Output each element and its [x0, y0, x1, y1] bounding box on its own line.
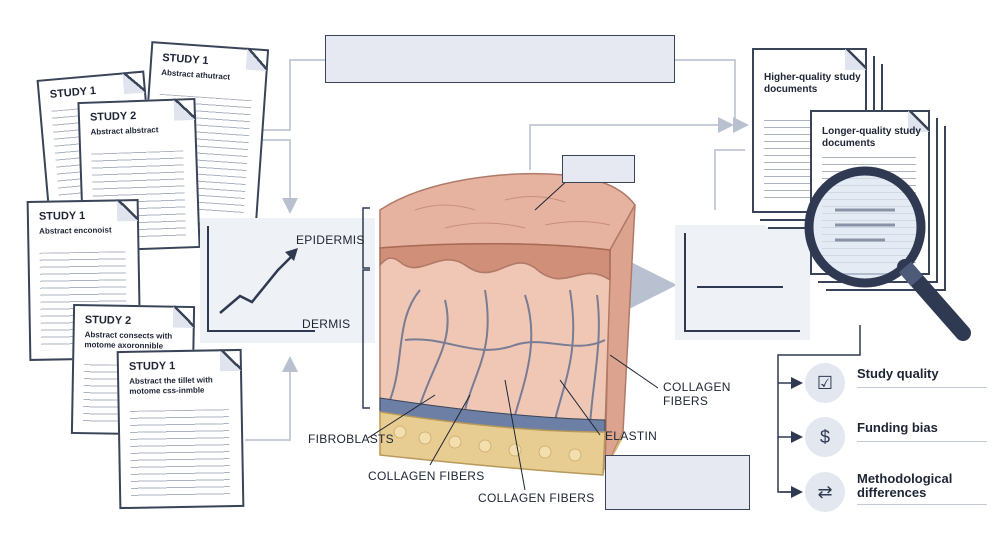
legend-label: Study quality	[857, 366, 939, 381]
result-chart-panel	[675, 225, 810, 340]
collagen-fibers-label: COLLAGEN FIBERS	[368, 469, 485, 483]
skin-cross-section	[379, 173, 636, 476]
collagen-fibers-label: COLLAGEN FIBERS	[478, 491, 595, 505]
epidermis-label: EPIDERMIS	[296, 233, 365, 247]
document-title: Longer-quality study documents	[822, 126, 921, 149]
magnifier-icon	[804, 166, 971, 341]
layer-brackets	[362, 207, 370, 409]
checklist-icon: ☑	[805, 363, 845, 403]
trend-chart-panel	[200, 218, 375, 343]
trend-chart-icon	[207, 226, 315, 332]
compare-icon: ⇄	[805, 472, 845, 512]
elastin-label: ELASTIN	[605, 429, 658, 443]
title-placeholder-box	[325, 35, 675, 83]
collagen-fibers-right-label: COLLAGEN FIBERS	[663, 380, 731, 408]
fibroblasts-label: FIBROBLASTS	[308, 432, 394, 446]
dermis-label: DERMIS	[302, 317, 351, 331]
document-title: Higher-quality study documents	[764, 72, 861, 95]
label-placeholder-box	[605, 455, 750, 510]
legend-label: Funding bias	[857, 420, 938, 435]
legend-label: Methodological differences	[857, 471, 953, 500]
result-chart-icon	[684, 233, 800, 332]
money-bags-icon: $	[805, 417, 845, 457]
label-placeholder-box	[562, 155, 635, 183]
